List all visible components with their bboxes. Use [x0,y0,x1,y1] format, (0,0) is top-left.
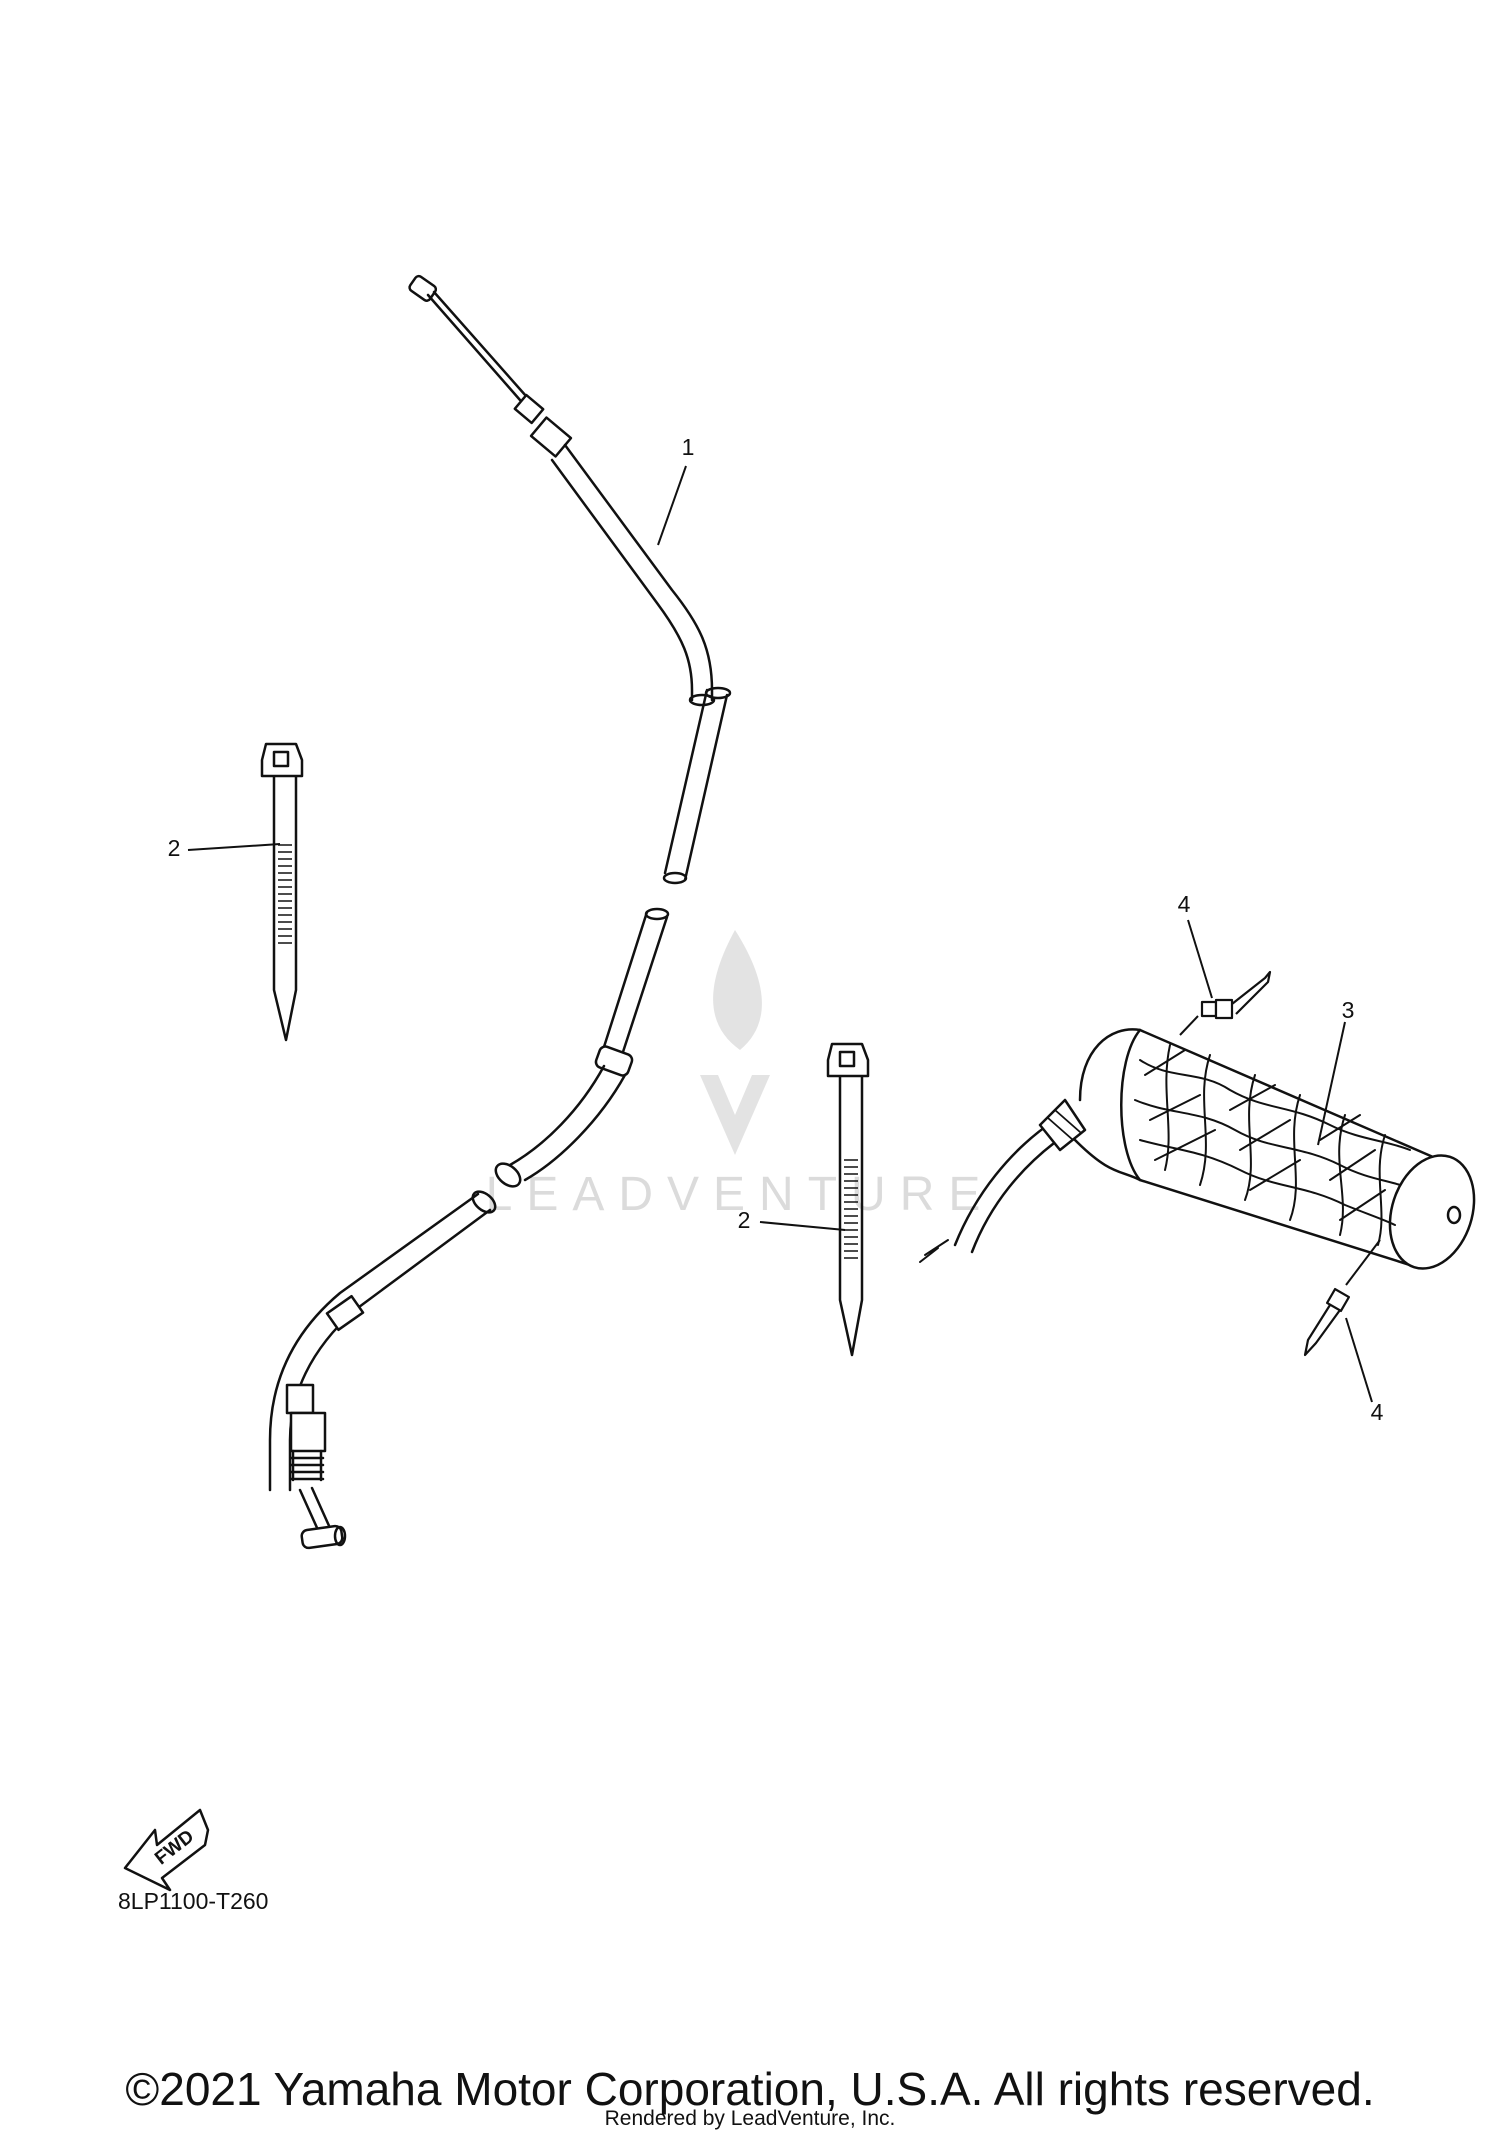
callout-4-bottom: 4 [1371,1399,1384,1425]
leader-2-left [187,843,281,851]
copyright-notice: ©2021 Yamaha Motor Corporation, U.S.A. A… [125,2063,1375,2115]
cable-tie-right [826,1042,870,1357]
watermark-text: LEADVENTURE [486,1168,995,1221]
rivet-top [1179,970,1272,1036]
cable-tie-left [260,742,304,1042]
throttle-cable [268,274,732,1550]
callout-1: 1 [682,434,695,460]
callout-3: 3 [1342,997,1355,1023]
fwd-arrow-icon: FWD [123,1808,210,1892]
grip [919,1028,1476,1270]
leadventure-watermark: LEADVENTURE [486,930,995,1221]
callout-4-top: 4 [1178,891,1191,917]
leader-2-right [759,1221,846,1231]
rivet-bottom [1303,1239,1381,1357]
callout-2-right: 2 [738,1207,751,1233]
leader-lines [187,465,1373,1403]
leader-3 [1317,1021,1346,1146]
callout-2-left: 2 [168,835,181,861]
rendered-by-notice: Rendered by LeadVenture, Inc. [604,2107,896,2130]
leader-1 [657,465,687,546]
diagram-code: 8LP1100-T260 [118,1888,268,1914]
leader-4-bottom [1345,1317,1373,1403]
leader-4-top [1187,919,1213,999]
